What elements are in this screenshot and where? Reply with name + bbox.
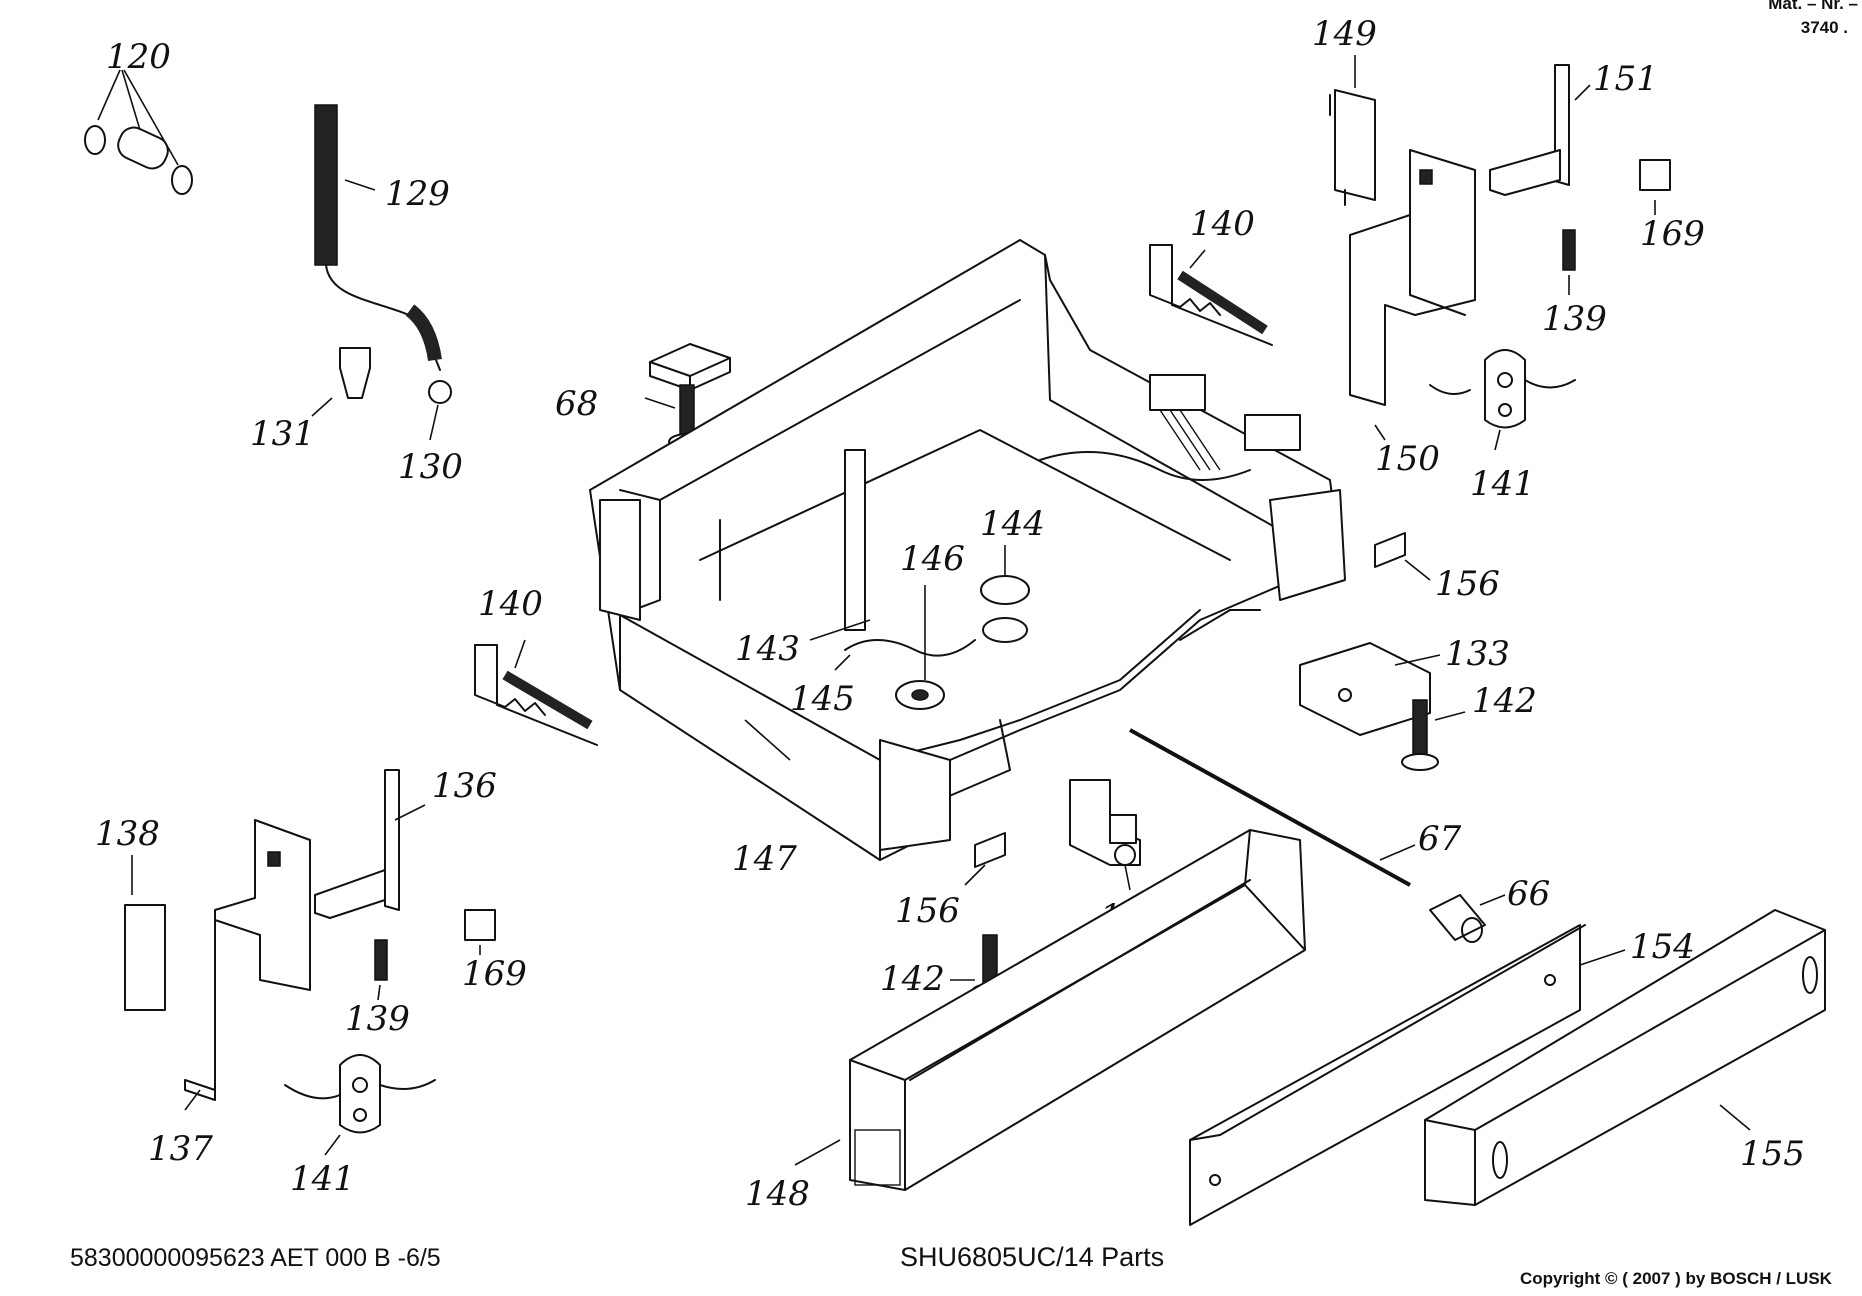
label-147: 147 [732,839,797,879]
part-128-valve [1069,779,1141,891]
part-67-rod [1129,728,1416,887]
part-146-disc [895,585,945,710]
part-140-bracket-left [474,639,598,746]
part-66-knob [1429,894,1506,943]
part-139-bottom-spring [374,939,388,1001]
part-141-bottom-sensor [284,1054,436,1156]
label-137: 137 [148,1129,213,1169]
label-149: 149 [1312,14,1377,54]
leader-145 [834,654,851,671]
part-142-right-screw [1401,699,1466,771]
label-169-top: 169 [1640,214,1705,254]
label-133: 133 [1445,634,1510,674]
label-142-center: 142 [880,959,945,999]
part-156-center-clip [964,832,1006,886]
label-131: 131 [250,414,315,454]
part-169-bottom-switch [464,909,496,955]
wiring-harness [1039,374,1301,481]
label-140-left: 140 [478,584,543,624]
mat-nr-label: Mat. – Nr. – [1768,0,1858,13]
part-169-top-switch [1639,159,1671,215]
label-139-top: 139 [1542,299,1607,339]
part-148-kick-panel [794,829,1306,1191]
label-155: 155 [1740,1134,1805,1174]
label-156-right: 156 [1435,564,1500,604]
part-140-bracket-top [1149,244,1273,346]
label-151: 151 [1593,59,1658,99]
label-156-center: 156 [895,891,960,931]
part-156-right-clip [1374,532,1431,581]
label-142-right: 142 [1472,681,1537,721]
label-150: 150 [1375,439,1440,479]
part-154-trim-strip [1189,924,1626,1226]
label-141-top: 141 [1470,464,1535,504]
doc-code: 58300000095623 AET 000 B -6/5 [70,1244,441,1272]
part-150-mount-plate [1349,149,1476,441]
label-148: 148 [745,1174,810,1214]
part-120-hose-connector [84,69,193,195]
label-67: 67 [1418,819,1462,859]
part-141-top-sensor [1429,349,1576,451]
part-138-cover [124,855,166,1011]
label-129: 129 [385,174,450,214]
part-130-ring [428,380,452,441]
part-133-cover [1299,642,1441,736]
mat-code: 3740 . [1800,18,1848,37]
part-137-mount-plate [184,819,311,1111]
label-130: 130 [398,447,463,487]
label-138: 138 [95,814,160,854]
part-136-switch-bracket [314,769,426,919]
leader-143 [809,619,871,641]
part-151-switch-bracket [1489,64,1591,196]
label-66: 66 [1507,874,1550,914]
part-131-clip [311,347,371,417]
label-169-bottom: 169 [462,954,527,994]
label-139-bottom: 139 [345,999,410,1039]
part-149-bracket [1329,55,1376,206]
label-146: 146 [900,539,965,579]
part-144-float [980,545,1030,643]
label-68: 68 [555,384,598,424]
label-136: 136 [432,766,497,806]
part-155-trim-strip [1424,909,1826,1206]
part-147-base-frame [589,239,1346,861]
label-144: 144 [980,504,1045,544]
label-154: 154 [1630,927,1695,967]
label-143: 143 [735,629,800,669]
copyright: Copyright © ( 2007 ) by BOSCH / LUSK [1520,1269,1832,1288]
part-139-top-spring [1562,229,1576,295]
label-145: 145 [790,679,855,719]
model-title: SHU6805UC/14 Parts [900,1242,1165,1272]
part-145-wire [844,639,976,657]
part-129-hose [314,104,442,371]
label-140-top: 140 [1190,204,1255,244]
label-141-bottom: 141 [290,1159,355,1199]
label-120: 120 [106,37,171,77]
